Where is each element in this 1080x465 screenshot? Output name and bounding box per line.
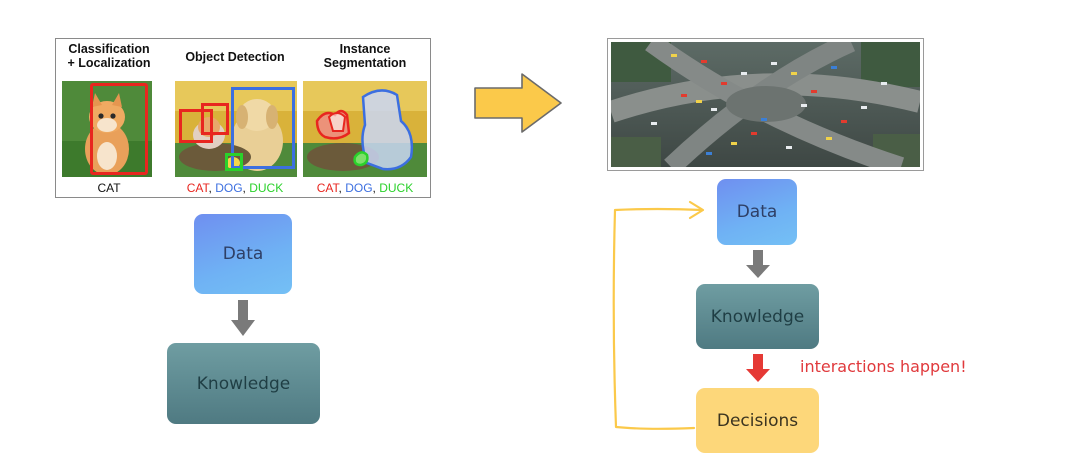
cat-photo-illustration (62, 81, 152, 177)
decisions-box: Decisions (696, 388, 819, 453)
classification-column: Classification + Localization CAT (56, 39, 162, 197)
down-arrow-icon (231, 300, 255, 336)
down-arrow-icon (746, 250, 770, 278)
right-data-label: Data (736, 202, 778, 222)
cat-detection-box (179, 109, 213, 143)
traffic-photo-illustration (607, 32, 923, 177)
cat-photo (62, 81, 152, 177)
right-data-box: Data (717, 179, 797, 245)
right-knowledge-label: Knowledge (710, 306, 805, 327)
localization-box (90, 83, 148, 175)
decisions-label: Decisions (716, 410, 799, 431)
left-knowledge-label: Knowledge (196, 373, 291, 394)
object-detection-caption: CAT, DOG, DUCK (186, 181, 284, 195)
feedback-loop-arrow (612, 200, 705, 430)
duck-detection-box (225, 153, 243, 171)
left-data-label: Data (222, 244, 264, 264)
right-knowledge-box: Knowledge (696, 284, 819, 349)
classification-title: Classification + Localization (67, 42, 151, 70)
left-data-box: Data (194, 214, 292, 294)
object-detection-title: Object Detection (185, 50, 285, 64)
vision-tasks-figure: Classification + Localization CAT (55, 38, 431, 198)
segmentation-photo-illustration (303, 81, 427, 177)
cat-detection-box-2 (201, 103, 229, 135)
left-knowledge-box: Knowledge (167, 343, 320, 424)
segmentation-photo (303, 81, 427, 177)
right-arrow-icon (474, 73, 562, 133)
dog-detection-box (231, 87, 295, 169)
down-arrow-icon (746, 354, 770, 382)
instance-segmentation-title: Instance Segmentation (323, 42, 407, 70)
classification-caption: CAT (97, 181, 121, 195)
object-detection-column: Object Detection CAT, DOG, DUCK (172, 39, 298, 197)
traffic-intersection-photo (607, 32, 924, 177)
instance-segmentation-caption: CAT, DOG, DUCK (316, 181, 414, 195)
instance-segmentation-column: Instance Segmentation CAT, DOG, DUCK (300, 39, 430, 197)
dog-cat-duck-photo (175, 81, 297, 177)
interactions-annotation: interactions happen! (800, 357, 967, 376)
